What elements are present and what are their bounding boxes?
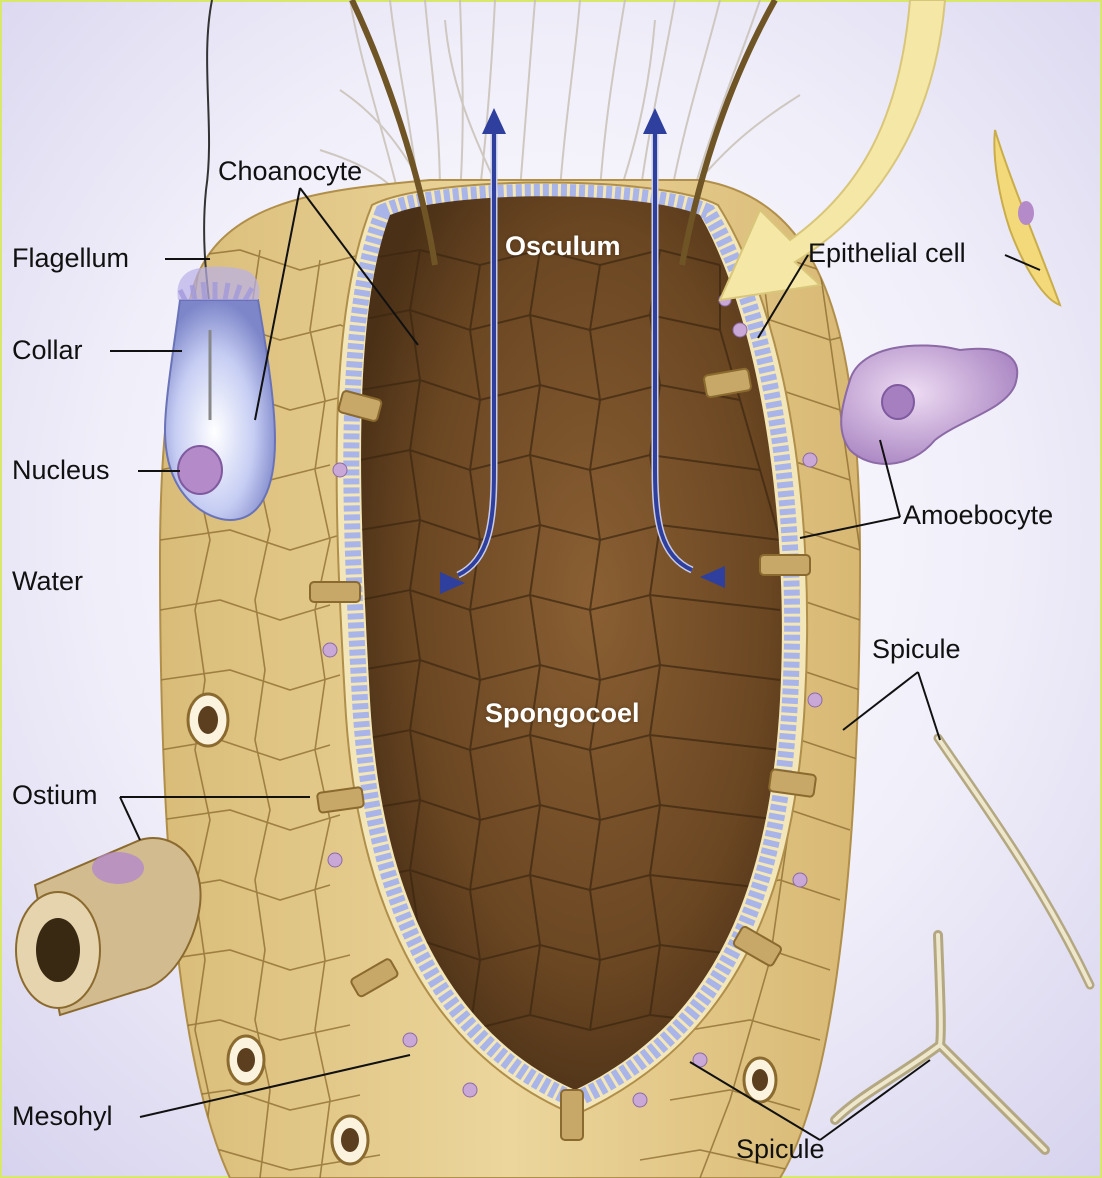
rim-spicule-left — [349, 0, 438, 266]
label-water: Water — [12, 566, 84, 596]
label-mesohyl: Mesohyl — [12, 1101, 113, 1131]
ostium-inset — [15, 837, 202, 1017]
osculum-fringe — [319, 0, 801, 206]
ostia-pores — [186, 692, 778, 1166]
label-spongocoel: Spongocoel — [485, 698, 640, 728]
label-ostium: Ostium — [12, 780, 98, 810]
epithelial-cell-inset — [993, 129, 1062, 307]
spongocoel-cavity — [361, 196, 782, 1090]
label-spicule-lower: Spicule — [736, 1134, 825, 1164]
rim-spicule-right — [679, 0, 778, 266]
cavity-cell-pattern — [361, 248, 781, 1032]
label-collar: Collar — [12, 335, 83, 365]
water-flow-arrows — [100, 108, 1020, 594]
spicule-triradiate — [830, 930, 1050, 1155]
label-choanocyte: Choanocyte — [218, 156, 363, 186]
label-osculum: Osculum — [505, 231, 621, 261]
magnify-arrow — [718, 0, 947, 302]
label-epithelial-cell: Epithelial cell — [808, 238, 966, 268]
label-leader-lines — [110, 187, 1041, 1141]
label-amoebocyte: Amoebocyte — [903, 500, 1054, 530]
choanocyte-cell-inset — [163, 0, 277, 522]
choanocyte-layer — [343, 183, 801, 1109]
amoebocyte-inset — [840, 344, 1018, 465]
mesohyl-cells — [322, 293, 823, 1108]
wall-channels — [309, 367, 817, 1141]
label-nucleus: Nucleus — [12, 455, 110, 485]
label-flagellum: Flagellum — [12, 243, 130, 273]
label-spicule-upper: Spicule — [872, 634, 961, 664]
